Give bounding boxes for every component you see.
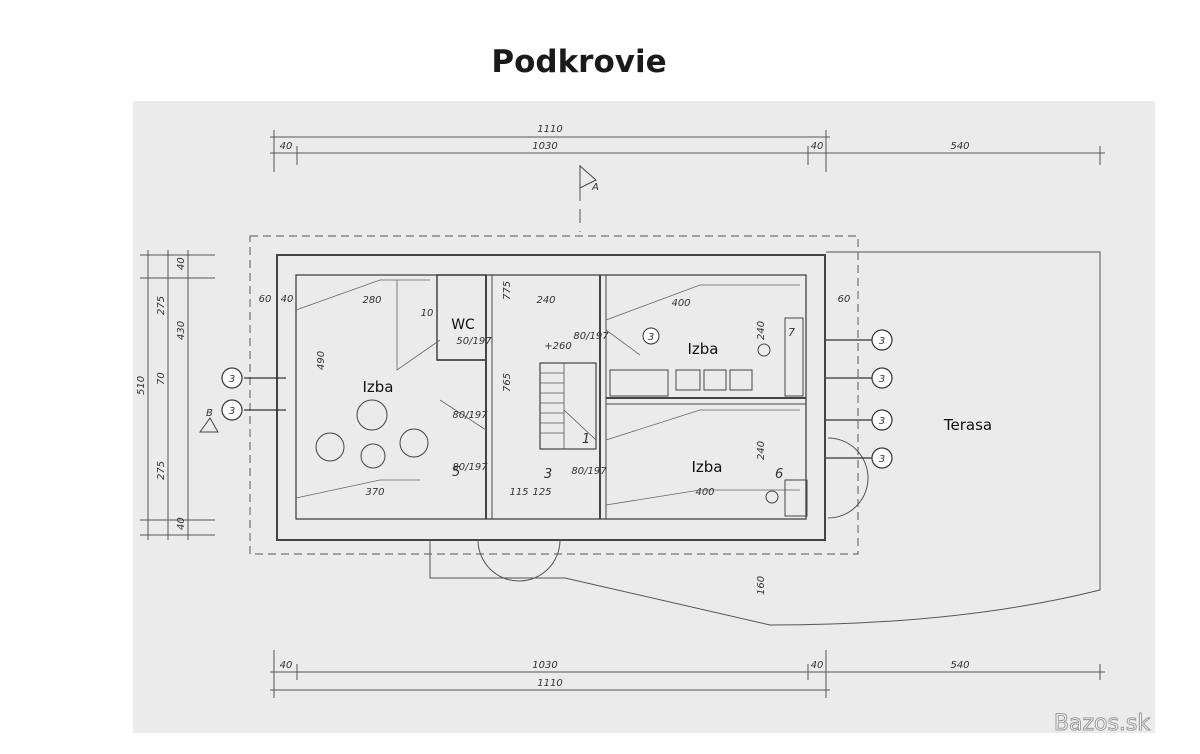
- dim-left-a: 275: [156, 296, 167, 315]
- page-title: Podkrovie: [491, 44, 667, 80]
- dim-hall-b: 765: [502, 373, 513, 392]
- dim-room-br-height: 240: [756, 441, 767, 460]
- room-label-izba-bottom-right: Izba: [691, 458, 722, 476]
- dim-hall-c: 125: [532, 487, 551, 498]
- stair-level: +260: [544, 341, 571, 352]
- dim-bottom-inner: 1030: [532, 660, 557, 671]
- dim-top-left-wall: 40: [280, 141, 293, 152]
- section-markers: A B: [199, 164, 599, 433]
- dim-wall-60: 60: [259, 294, 272, 305]
- dim-room-tr-width: 400: [671, 298, 690, 309]
- room-number: 7: [788, 326, 795, 339]
- room-number: 1: [582, 432, 590, 447]
- dim-right-vertical: 160: [756, 576, 767, 595]
- window-size: 80/197: [452, 410, 488, 421]
- dim-hall-width: 240: [536, 295, 555, 306]
- furniture: [315, 317, 808, 517]
- dim-room1-width: 280: [362, 295, 381, 306]
- dim-top-inner: 1030: [532, 141, 557, 152]
- section-marker-b: B: [206, 408, 213, 419]
- dim-left-total: 510: [136, 376, 147, 395]
- roof-hatching: [295, 279, 800, 506]
- dim-hall-height: 775: [502, 281, 513, 300]
- dim-room1-bottom: 370: [365, 487, 384, 498]
- window-size: 80/197: [573, 331, 609, 342]
- room-label-izba-top-right: Izba: [687, 340, 718, 358]
- dim-wall-10: 10: [421, 308, 434, 319]
- door-arcs: [477, 437, 869, 582]
- dim-wall-60-right: 60: [838, 294, 851, 305]
- window-size: 80/197: [452, 462, 488, 473]
- watermark: Bazos.sk: [1053, 711, 1150, 737]
- dim-left-d: 40: [176, 257, 187, 270]
- window-marker-label: 3: [648, 332, 654, 343]
- plan-paper: [133, 101, 1155, 733]
- plan-lines: [140, 130, 1105, 698]
- walls: [276, 254, 826, 541]
- dim-room-br-width: 400: [695, 487, 714, 498]
- dim-bottom-total: 1110: [537, 678, 562, 689]
- window-marker: [871, 447, 893, 469]
- window-marker-label: 3: [879, 374, 885, 385]
- window-marker: [871, 409, 893, 431]
- dim-room-tr-height: 240: [756, 321, 767, 340]
- section-marker-a: A: [591, 182, 599, 193]
- dim-left-f: 40: [176, 517, 187, 530]
- window-marker-group: 3 3 3 3 3 3 3: [221, 327, 893, 469]
- window-marker: [871, 367, 893, 389]
- room-number: 5: [452, 465, 460, 480]
- room-label-terasa: Terasa: [943, 416, 992, 434]
- window-size: 50/197: [456, 336, 492, 347]
- window-marker-label: 3: [879, 454, 885, 465]
- dim-top-right-wall: 40: [811, 141, 824, 152]
- staircase: [540, 363, 597, 449]
- dim-bottom-right-wall: 40: [811, 660, 824, 671]
- dimension-labels: 1110 1030 40 40 540 1030 1110 40 40 540 …: [136, 124, 970, 689]
- window-size-labels: 80/197 80/197 80/197 50/197 80/197: [452, 331, 609, 477]
- dim-left-e: 275: [156, 461, 167, 480]
- dim-top-terrace: 540: [950, 141, 969, 152]
- section-arrow-b: [199, 417, 219, 433]
- room-label-wc: WC: [451, 317, 475, 333]
- room-labels: WC Izba Izba Izba Terasa: [362, 317, 992, 476]
- window-size: 80/197: [571, 466, 607, 477]
- window-marker: [871, 329, 893, 351]
- window-marker: [221, 399, 243, 421]
- window-marker-label: 3: [229, 374, 235, 385]
- dim-hall-d: 115: [509, 487, 528, 498]
- window-marker-label: 3: [879, 416, 885, 427]
- dim-left-b: 430: [176, 321, 187, 340]
- window-marker-label: 3: [879, 336, 885, 347]
- room-numbers: 1 3 5 6 7: [452, 326, 795, 482]
- section-arrow-a: [579, 164, 597, 189]
- dim-wall-40: 40: [281, 294, 294, 305]
- room-number: 6: [775, 467, 783, 482]
- dim-bottom-terrace: 540: [950, 660, 969, 671]
- dim-left-c: 70: [156, 372, 167, 385]
- dim-top-total: 1110: [537, 124, 562, 135]
- window-marker: [642, 327, 660, 345]
- room-number: 3: [544, 467, 552, 482]
- dim-room1-height: 490: [316, 351, 327, 370]
- watermark-text: Bazos.sk: [1054, 711, 1150, 736]
- room-label-izba-left: Izba: [362, 378, 393, 396]
- window-marker-label: 3: [229, 406, 235, 417]
- dim-bottom-left-wall: 40: [280, 660, 293, 671]
- window-markers: [244, 339, 872, 459]
- window-marker: [221, 367, 243, 389]
